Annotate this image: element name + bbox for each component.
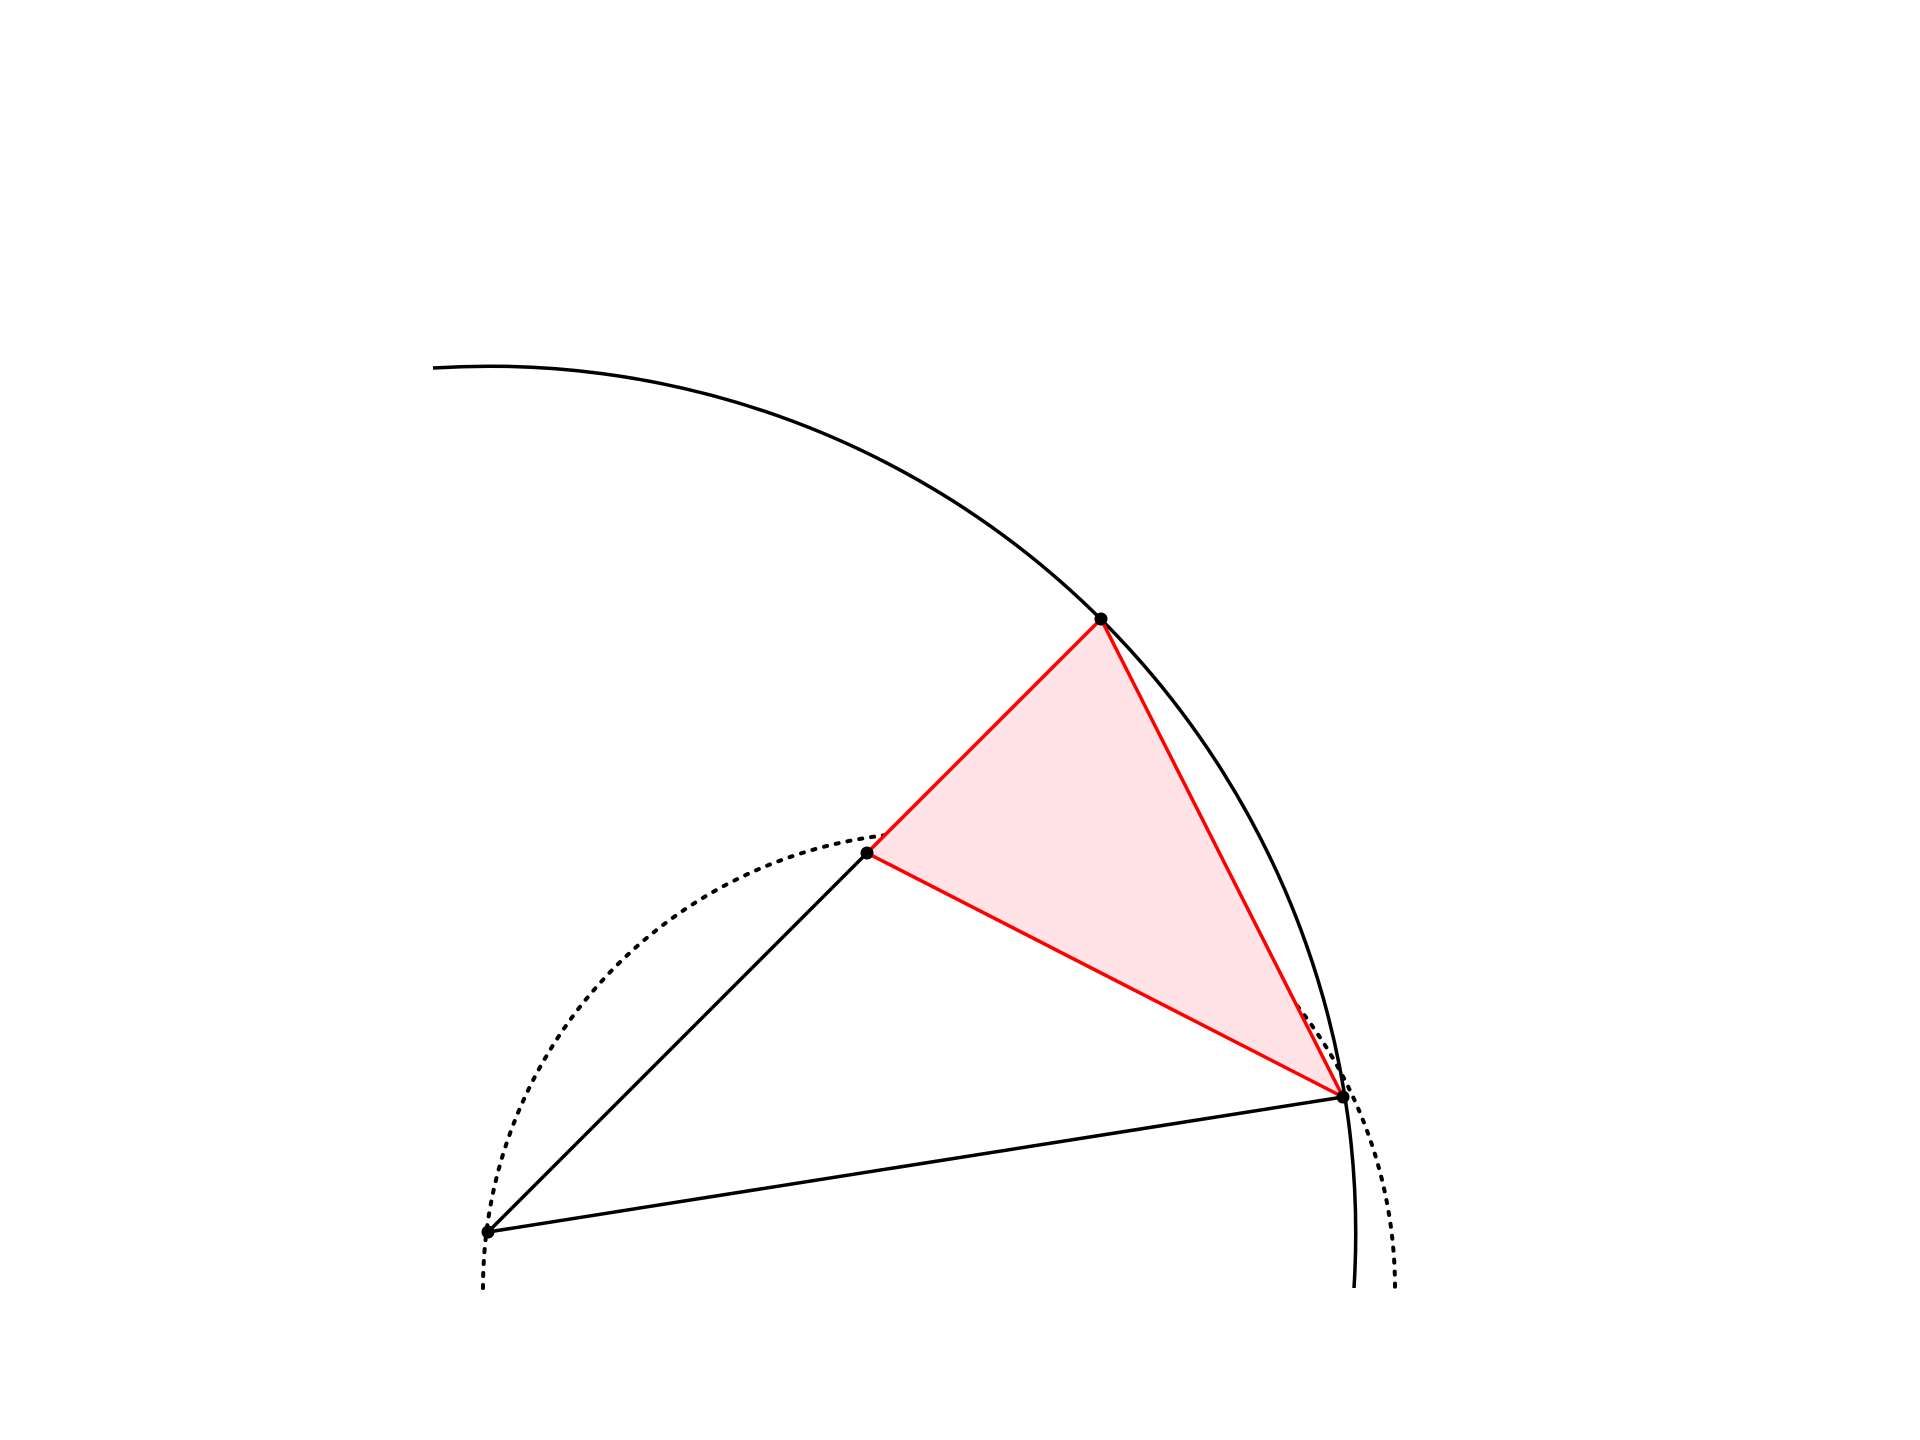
point-on-small-arc [860,846,874,860]
triangle-side-right [1099,618,1345,1098]
segment-origin-to-small-arc [486,851,869,1234]
triangle-side-top [865,617,1103,855]
triangle-side-bottom [866,851,1344,1099]
small-dotted-arc [481,830,1397,1290]
origin-point [481,1225,495,1239]
point-on-large-arc [1094,612,1108,626]
red-triangle [867,619,1343,1097]
intersection-point [1336,1090,1350,1104]
segment-origin-to-intersection [487,1095,1344,1234]
